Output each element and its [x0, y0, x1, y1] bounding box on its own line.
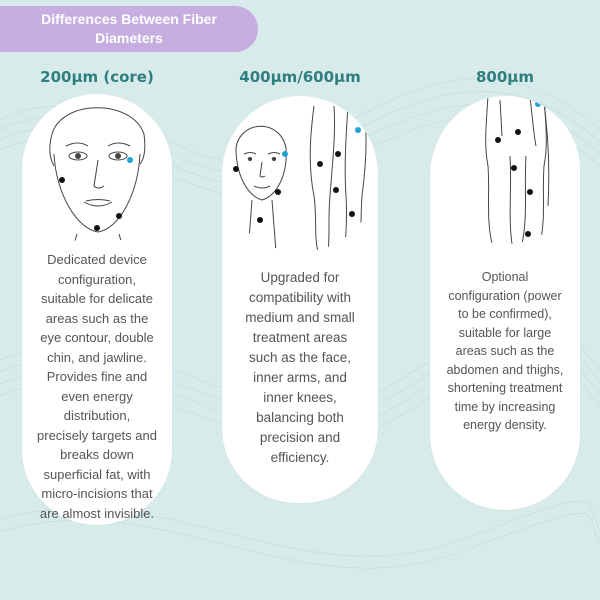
description-800-paragraph-1: Optional configuration (power to be conf…: [446, 270, 564, 432]
description-400-600-paragraph-1: Upgraded for compatibility with medium a…: [245, 270, 355, 465]
body-illustration: [432, 96, 580, 244]
face-and-arm-illustration-icon: [233, 105, 367, 252]
description-200-paragraph-1: Dedicated device configuration, suitable…: [40, 252, 154, 365]
page-title: Differences Between Fiber Diameters: [41, 11, 217, 46]
description-200-paragraph-2: Provides fine and even energy distributi…: [37, 369, 157, 521]
face-illustration-icon: [49, 107, 146, 244]
title-banner: Differences Between Fiber Diameters: [0, 6, 258, 52]
description-800: Optional configuration (power to be conf…: [445, 268, 565, 435]
column-title-400-600: 400μm/600μm: [239, 68, 361, 86]
description-400-600: Upgraded for compatibility with medium a…: [244, 268, 356, 468]
column-title-200: 200μm (core): [40, 68, 154, 86]
description-200: Dedicated device configuration, suitable…: [37, 250, 157, 523]
face-illustration: [22, 94, 172, 244]
column-title-800: 800μm: [476, 68, 534, 86]
body-legs-illustration-icon: [485, 96, 550, 244]
face-arm-illustration: [222, 96, 378, 252]
